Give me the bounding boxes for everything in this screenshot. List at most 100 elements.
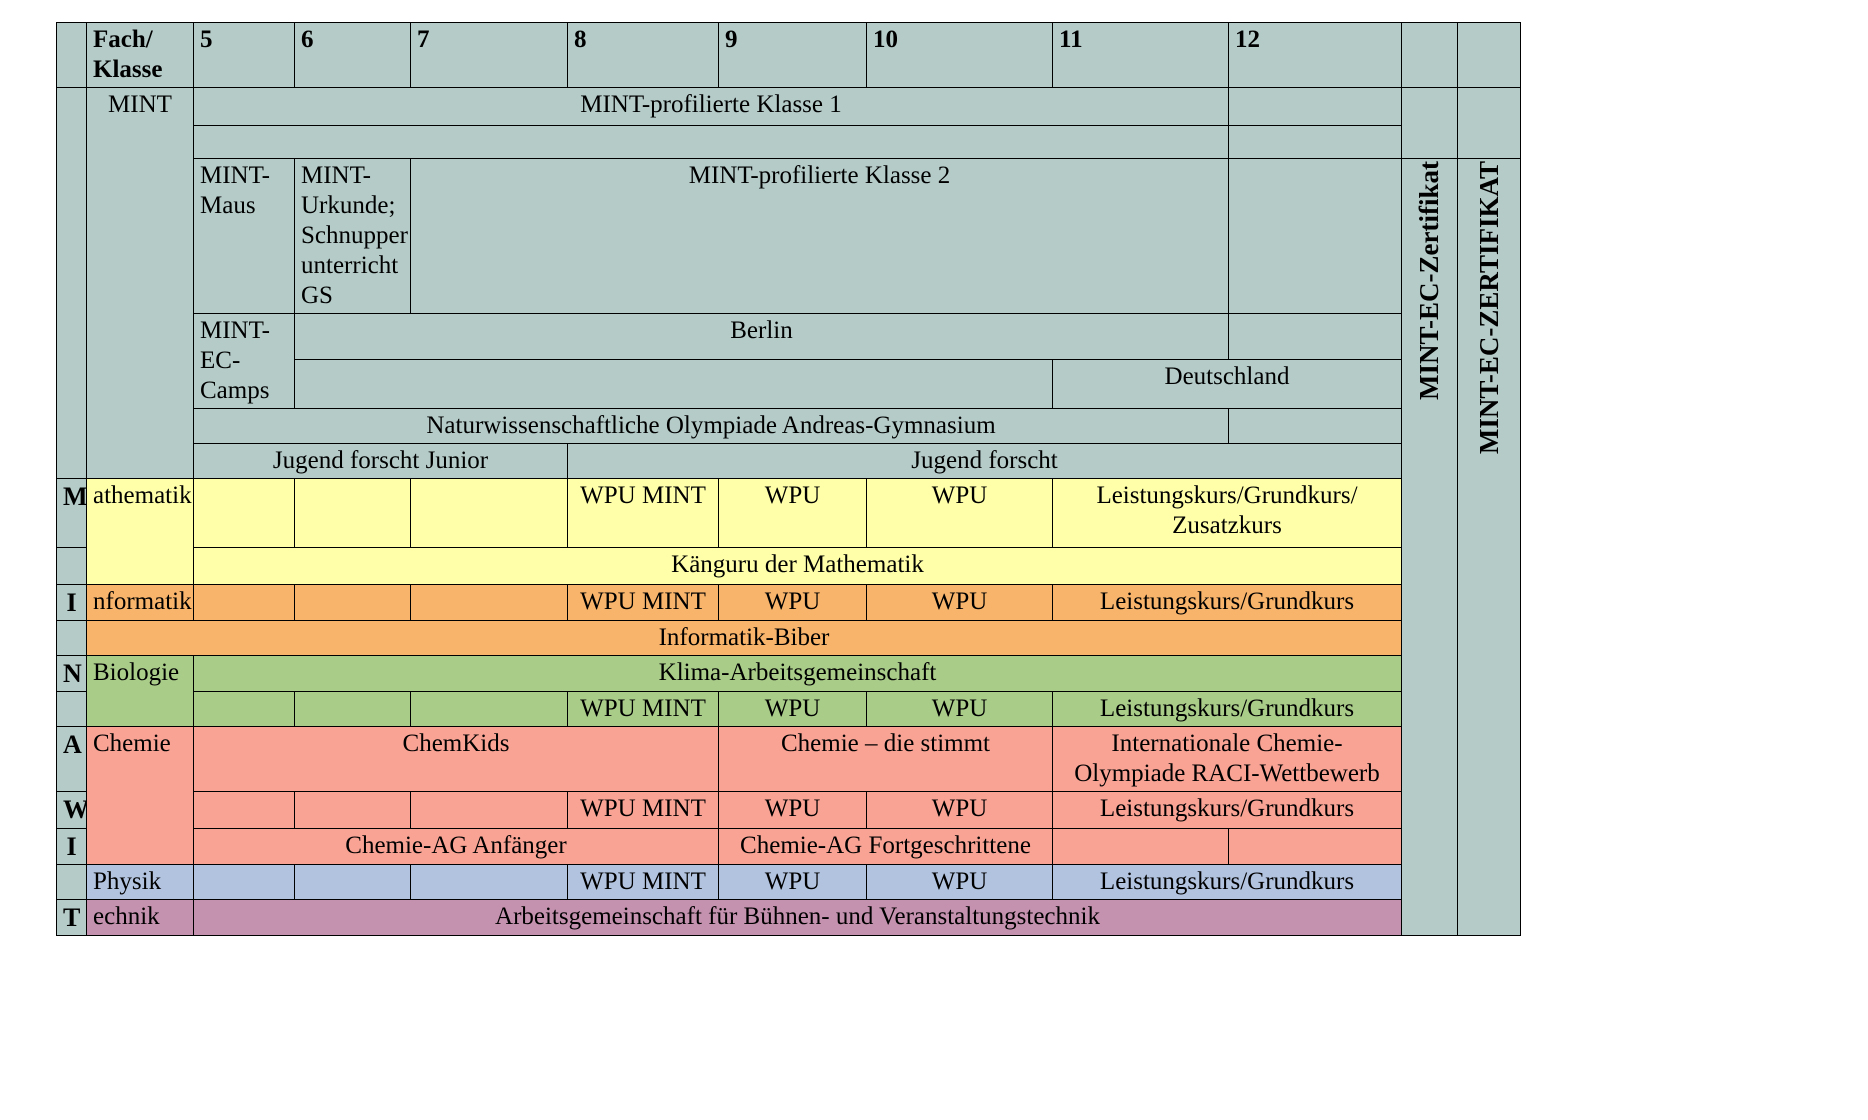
cell-bio-11-12: Leistungskurs/Grundkurs — [1052, 691, 1402, 728]
table-row-spacer-1 — [57, 125, 1521, 159]
table-row-berlin: MINT-EC-Camps Berlin — [57, 313, 1521, 409]
side-label-zertifikat: MINT-EC-Zertifikat — [1401, 158, 1458, 936]
cell-math-8: WPU MINT — [567, 478, 719, 548]
cell-berlin: Berlin — [294, 313, 1229, 360]
table-row-biologie-klima: N Biologie Klima-Arbeitsgemeinschaft — [56, 655, 1521, 728]
header-side-blank-1 — [1401, 22, 1458, 88]
cell-bio-9: WPU — [718, 691, 867, 728]
cell-deutschland: Deutschland — [1052, 358, 1402, 410]
corner-cell-blank — [56, 22, 87, 88]
table-row-header: Fach/ Klasse 5 6 7 8 9 10 11 12 — [56, 22, 1521, 88]
cell-math-11-12: Leistungskurs/Grundkurs/ Zusatzkurs — [1052, 478, 1402, 548]
header-grade-6: 6 — [294, 22, 411, 88]
cell-chem-11-12: Leistungskurs/Grundkurs — [1052, 791, 1402, 829]
cell-mint-profilierte-klasse-1: MINT-profilierte Klasse 1 — [193, 87, 1229, 126]
side-blank-upper-2 — [1457, 87, 1521, 159]
header-grade-5: 5 — [193, 22, 295, 88]
cell-chem-8: WPU MINT — [567, 791, 719, 829]
header-grade-9: 9 — [718, 22, 867, 88]
cell-olympiade: Naturwissenschaftliche Olympiade Andreas… — [193, 408, 1229, 444]
cell-math-10: WPU — [866, 478, 1053, 548]
table-row-mint-klasse-1: MINT MINT-profilierte Klasse 1 — [56, 87, 1521, 479]
cell-blank-k1-12 — [1228, 87, 1402, 126]
cell-phys-9: WPU — [718, 863, 867, 900]
side-label-zertifikat-caps: MINT-EC-ZERTIFIKAT — [1457, 158, 1521, 936]
cell-info-5 — [193, 583, 295, 622]
cell-info-6 — [294, 583, 411, 622]
cell-chemie-die-stimmt: Chemie – die stimmt — [718, 726, 1053, 793]
cell-chem-5 — [193, 791, 295, 829]
cell-bio-6 — [294, 691, 411, 728]
subject-label-informatik: nformatik — [86, 583, 194, 622]
table-row-olympiade: Naturwissenschaftliche Olympiade Andreas… — [57, 408, 1521, 444]
cell-phys-7 — [410, 863, 568, 900]
left-initial-w: W — [56, 791, 87, 829]
table-row-informatik: I nformatik WPU MINT WPU WPU Leistungsku… — [56, 583, 1521, 622]
table-row-mint-klasse-2: MINT-Maus MINT-Urkunde; Schnupper unterr… — [57, 158, 1521, 936]
cell-math-7 — [410, 478, 568, 548]
header-grade-11: 11 — [1052, 22, 1229, 88]
subject-label-mathematik: athematik — [86, 478, 194, 585]
cell-jugend-forscht-junior: Jugend forscht Junior — [193, 443, 568, 479]
cell-info-8: WPU MINT — [567, 583, 719, 622]
cell-mint-urkunde: MINT-Urkunde; Schnupper unterricht GS — [294, 158, 411, 314]
cell-mint-maus: MINT-Maus — [193, 158, 295, 314]
header-side-blank-2 — [1457, 22, 1521, 88]
cell-phys-11-12: Leistungskurs/Grundkurs — [1052, 863, 1402, 900]
left-strip-biber — [56, 620, 87, 657]
table-row-technik: T echnik Arbeitsgemeinschaft für Bühnen-… — [56, 898, 1521, 936]
subject-label-technik: echnik — [86, 898, 194, 936]
cell-spacer-blank-12 — [1228, 125, 1402, 159]
left-strip-physik — [56, 863, 87, 900]
cell-blank-olympiade-12 — [1228, 408, 1402, 444]
left-initial-m: M — [56, 478, 87, 548]
subject-label-chemie: Chemie — [86, 726, 194, 865]
header-grade-8: 8 — [567, 22, 719, 88]
side-blank-upper-1 — [1401, 87, 1458, 159]
cell-chemie-ag-anfaenger: Chemie-AG Anfänger — [193, 827, 719, 865]
left-initial-a: A — [56, 726, 87, 793]
cell-info-11-12: Leistungskurs/Grundkurs — [1052, 583, 1402, 622]
cell-chem-7 — [410, 791, 568, 829]
cell-info-10: WPU — [866, 583, 1053, 622]
cell-informatik-biber: Informatik-Biber — [86, 620, 1402, 657]
left-initial-n: N — [56, 655, 87, 693]
table-row-mathematik: M athematik WPU MINT WPU WPU Leistungsku… — [56, 478, 1521, 585]
table-row-physik: Physik WPU MINT WPU WPU Leistungskurs/Gr… — [56, 863, 1521, 900]
table-row-chemkids: A Chemie ChemKids Chemie – die stimmt In… — [56, 726, 1521, 865]
cell-math-6 — [294, 478, 411, 548]
cell-info-7 — [410, 583, 568, 622]
cell-internationale-chemie: Internationale Chemie-Olympiade RACI-Wet… — [1052, 726, 1402, 793]
left-strip-mint — [56, 87, 87, 479]
cell-mint-profilierte-klasse-2: MINT-profilierte Klasse 2 — [410, 158, 1229, 314]
cell-chem-ag-12 — [1228, 827, 1402, 865]
cell-chem-ag-11 — [1052, 827, 1229, 865]
table-row-kaenguru: Känguru der Mathematik — [56, 547, 1521, 585]
cell-math-9: WPU — [718, 478, 867, 548]
header-subject-class: Fach/ Klasse — [86, 22, 194, 88]
cell-blank-berlin-12 — [1228, 313, 1402, 360]
subject-label-physik: Physik — [86, 863, 194, 900]
cell-blank-deutschland-left — [294, 358, 1053, 410]
header-grade-7: 7 — [410, 22, 568, 88]
left-strip-bio — [56, 691, 87, 728]
header-grade-12: 12 — [1228, 22, 1402, 88]
cell-chem-10: WPU — [866, 791, 1053, 829]
table-row-jugend-forscht: Jugend forscht Junior Jugend forscht — [57, 443, 1521, 479]
cell-chem-6 — [294, 791, 411, 829]
cell-blank-k2-12 — [1228, 158, 1402, 314]
cell-jugend-forscht: Jugend forscht — [567, 443, 1402, 479]
cell-chemie-ag-fortgeschrittene: Chemie-AG Fortgeschrittene — [718, 827, 1053, 865]
cell-info-9: WPU — [718, 583, 867, 622]
cell-klima-ag: Klima-Arbeitsgemeinschaft — [193, 655, 1402, 693]
cell-chemkids: ChemKids — [193, 726, 719, 793]
side-label-zertifikat-text: MINT-EC-Zertifikat — [1414, 161, 1445, 400]
left-initial-i2: I — [56, 827, 87, 865]
cell-phys-5 — [193, 863, 295, 900]
cell-phys-6 — [294, 863, 411, 900]
left-strip-kaenguru — [56, 547, 87, 585]
table-row-chemie-wpu: W WPU MINT WPU WPU Leistungskurs/Grundku… — [56, 791, 1521, 829]
cell-phys-8: WPU MINT — [567, 863, 719, 900]
cell-kaenguru: Känguru der Mathematik — [193, 547, 1402, 585]
